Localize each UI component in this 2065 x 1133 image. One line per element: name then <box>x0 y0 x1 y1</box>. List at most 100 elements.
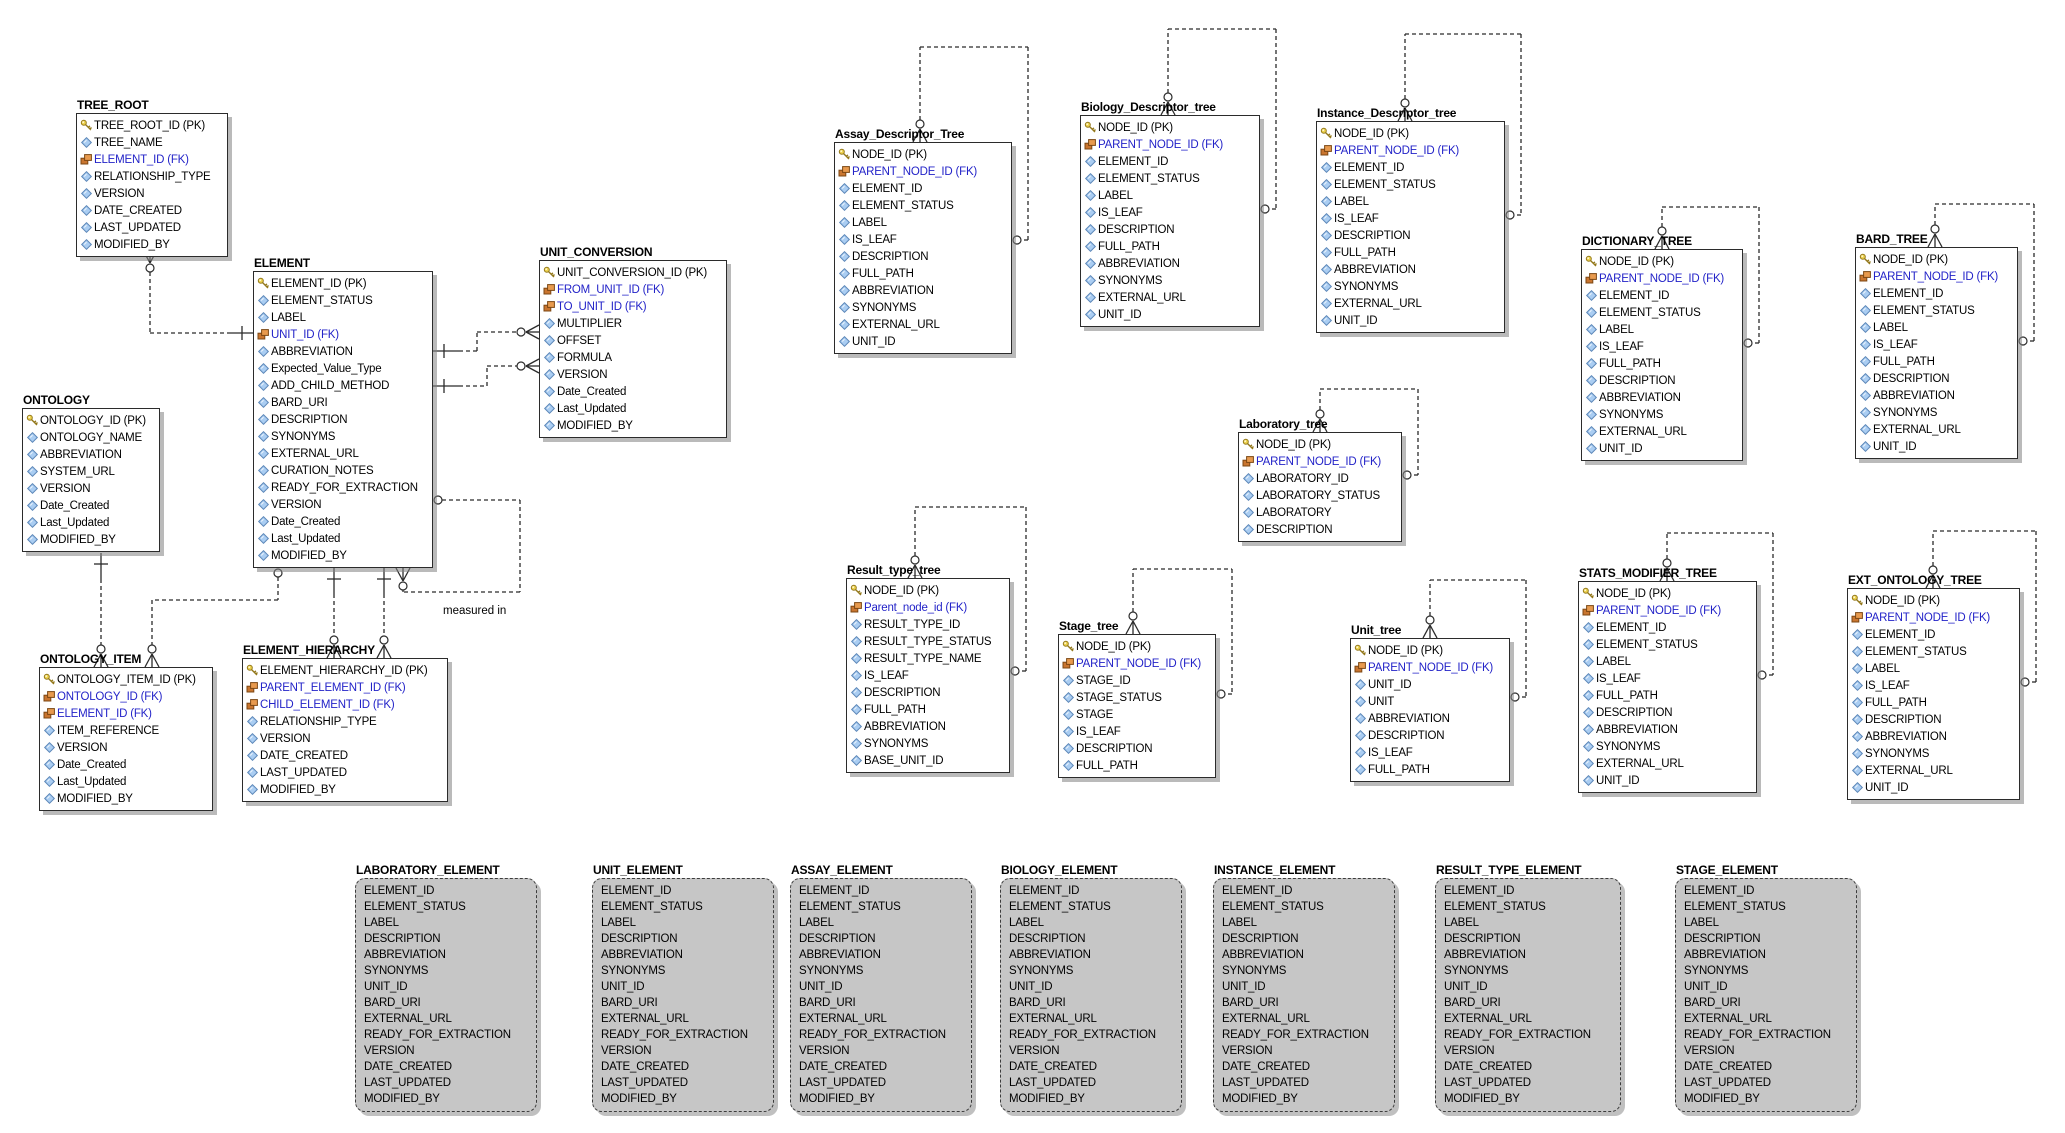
field-row[interactable]: EXTERNAL_URL <box>1856 421 2017 438</box>
field-row[interactable]: RESULT_TYPE_NAME <box>847 650 1009 667</box>
field-row[interactable]: IS_LEAF <box>847 667 1009 684</box>
field-row[interactable]: MODIFIED_BY <box>593 1091 773 1107</box>
field-row[interactable]: EXTERNAL_URL <box>1001 1011 1181 1027</box>
field-row[interactable]: DESCRIPTION <box>847 684 1009 701</box>
field-row[interactable]: LABEL <box>1676 915 1856 931</box>
field-row[interactable]: MULTIPLIER <box>540 315 726 332</box>
field-row[interactable]: ELEMENT_STATUS <box>593 899 773 915</box>
field-row[interactable]: STAGE <box>1059 706 1215 723</box>
field-row[interactable]: IS_LEAF <box>1059 723 1215 740</box>
field-row[interactable]: VERSION <box>356 1043 536 1059</box>
field-row[interactable]: NODE_ID (PK) <box>1351 642 1509 659</box>
field-row[interactable]: Date_Created <box>23 497 159 514</box>
field-row[interactable]: READY_FOR_EXTRACTION <box>1676 1027 1856 1043</box>
field-row[interactable]: LABEL <box>1081 187 1259 204</box>
field-row[interactable]: PARENT_NODE_ID (FK) <box>1848 609 2019 626</box>
field-row[interactable]: FULL_PATH <box>847 701 1009 718</box>
field-row[interactable]: DESCRIPTION <box>835 248 1011 265</box>
field-row[interactable]: DATE_CREATED <box>356 1059 536 1075</box>
field-row[interactable]: LABEL <box>835 214 1011 231</box>
field-row[interactable]: FULL_PATH <box>1579 687 1756 704</box>
field-row[interactable]: ONTOLOGY_ITEM_ID (PK) <box>40 671 212 688</box>
field-row[interactable]: ADD_CHILD_METHOD <box>254 377 432 394</box>
field-row[interactable]: VERSION <box>791 1043 971 1059</box>
field-row[interactable]: ELEMENT_ID (PK) <box>254 275 432 292</box>
field-row[interactable]: ELEMENT_ID <box>791 883 971 899</box>
field-row[interactable]: SYNONYMS <box>1676 963 1856 979</box>
field-row[interactable]: SYNONYMS <box>593 963 773 979</box>
field-row[interactable]: SYNONYMS <box>1317 278 1504 295</box>
field-row[interactable]: STAGE_STATUS <box>1059 689 1215 706</box>
field-row[interactable]: ELEMENT_STATUS <box>1579 636 1756 653</box>
field-row[interactable]: SYNONYMS <box>1579 738 1756 755</box>
field-row[interactable]: EXTERNAL_URL <box>835 316 1011 333</box>
field-row[interactable]: DATE_CREATED <box>77 202 227 219</box>
field-row[interactable]: SYNONYMS <box>1582 406 1742 423</box>
field-row[interactable]: ONTOLOGY_NAME <box>23 429 159 446</box>
field-row[interactable]: LABEL <box>1436 915 1620 931</box>
field-row[interactable]: ELEMENT_ID <box>1001 883 1181 899</box>
field-row[interactable]: NODE_ID (PK) <box>1081 119 1259 136</box>
field-row[interactable]: STAGE_ID <box>1059 672 1215 689</box>
field-row[interactable]: LAST_UPDATED <box>1001 1075 1181 1091</box>
field-row[interactable]: DESCRIPTION <box>1436 931 1620 947</box>
field-row[interactable]: ELEMENT_ID <box>1579 619 1756 636</box>
field-row[interactable]: DATE_CREATED <box>593 1059 773 1075</box>
field-row[interactable]: MODIFIED_BY <box>1676 1091 1856 1107</box>
field-row[interactable]: DESCRIPTION <box>1579 704 1756 721</box>
field-row[interactable]: EXTERNAL_URL <box>1214 1011 1394 1027</box>
field-row[interactable]: BARD_URI <box>1214 995 1394 1011</box>
field-row[interactable]: ONTOLOGY_ID (FK) <box>40 688 212 705</box>
field-row[interactable]: ELEMENT_STATUS <box>356 899 536 915</box>
field-row[interactable]: BARD_URI <box>593 995 773 1011</box>
field-row[interactable]: LABORATORY_STATUS <box>1239 487 1401 504</box>
field-row[interactable]: VERSION <box>243 730 447 747</box>
field-row[interactable]: LABEL <box>791 915 971 931</box>
field-row[interactable]: PARENT_NODE_ID (FK) <box>1239 453 1401 470</box>
field-row[interactable]: ELEMENT_STATUS <box>1214 899 1394 915</box>
field-row[interactable]: LAST_UPDATED <box>356 1075 536 1091</box>
field-row[interactable]: ELEMENT_STATUS <box>1317 176 1504 193</box>
field-row[interactable]: ABBREVIATION <box>1582 389 1742 406</box>
field-row[interactable]: BARD_URI <box>1676 995 1856 1011</box>
field-row[interactable]: DATE_CREATED <box>243 747 447 764</box>
field-row[interactable]: RESULT_TYPE_STATUS <box>847 633 1009 650</box>
field-row[interactable]: DESCRIPTION <box>1351 727 1509 744</box>
field-row[interactable]: ABBREVIATION <box>1351 710 1509 727</box>
field-row[interactable]: LABEL <box>1579 653 1756 670</box>
field-row[interactable]: DESCRIPTION <box>593 931 773 947</box>
field-row[interactable]: DESCRIPTION <box>254 411 432 428</box>
field-row[interactable]: LAST_UPDATED <box>593 1075 773 1091</box>
field-row[interactable]: ELEMENT_ID <box>1436 883 1620 899</box>
field-row[interactable]: UNIT <box>1351 693 1509 710</box>
field-row[interactable]: ABBREVIATION <box>356 947 536 963</box>
field-row[interactable]: ELEMENT_STATUS <box>1436 899 1620 915</box>
field-row[interactable]: ABBREVIATION <box>835 282 1011 299</box>
field-row[interactable]: DESCRIPTION <box>1239 521 1401 538</box>
field-row[interactable]: READY_FOR_EXTRACTION <box>1214 1027 1394 1043</box>
field-row[interactable]: READY_FOR_EXTRACTION <box>791 1027 971 1043</box>
field-row[interactable]: ABBREVIATION <box>1676 947 1856 963</box>
field-row[interactable]: LABEL <box>1214 915 1394 931</box>
field-row[interactable]: FULL_PATH <box>1059 757 1215 774</box>
field-row[interactable]: PARENT_NODE_ID (FK) <box>1059 655 1215 672</box>
field-row[interactable]: LABORATORY <box>1239 504 1401 521</box>
field-row[interactable]: VERSION <box>540 366 726 383</box>
field-row[interactable]: EXTERNAL_URL <box>1436 1011 1620 1027</box>
field-row[interactable]: UNIT_ID <box>356 979 536 995</box>
field-row[interactable]: MODIFIED_BY <box>243 781 447 798</box>
field-row[interactable]: Date_Created <box>540 383 726 400</box>
field-row[interactable]: LABEL <box>1001 915 1181 931</box>
field-row[interactable]: RELATIONSHIP_TYPE <box>243 713 447 730</box>
field-row[interactable]: MODIFIED_BY <box>254 547 432 564</box>
field-row[interactable]: UNIT_ID <box>791 979 971 995</box>
field-row[interactable]: MODIFIED_BY <box>791 1091 971 1107</box>
field-row[interactable]: DESCRIPTION <box>1214 931 1394 947</box>
field-row[interactable]: ELEMENT_STATUS <box>1848 643 2019 660</box>
field-row[interactable]: ELEMENT_STATUS <box>791 899 971 915</box>
